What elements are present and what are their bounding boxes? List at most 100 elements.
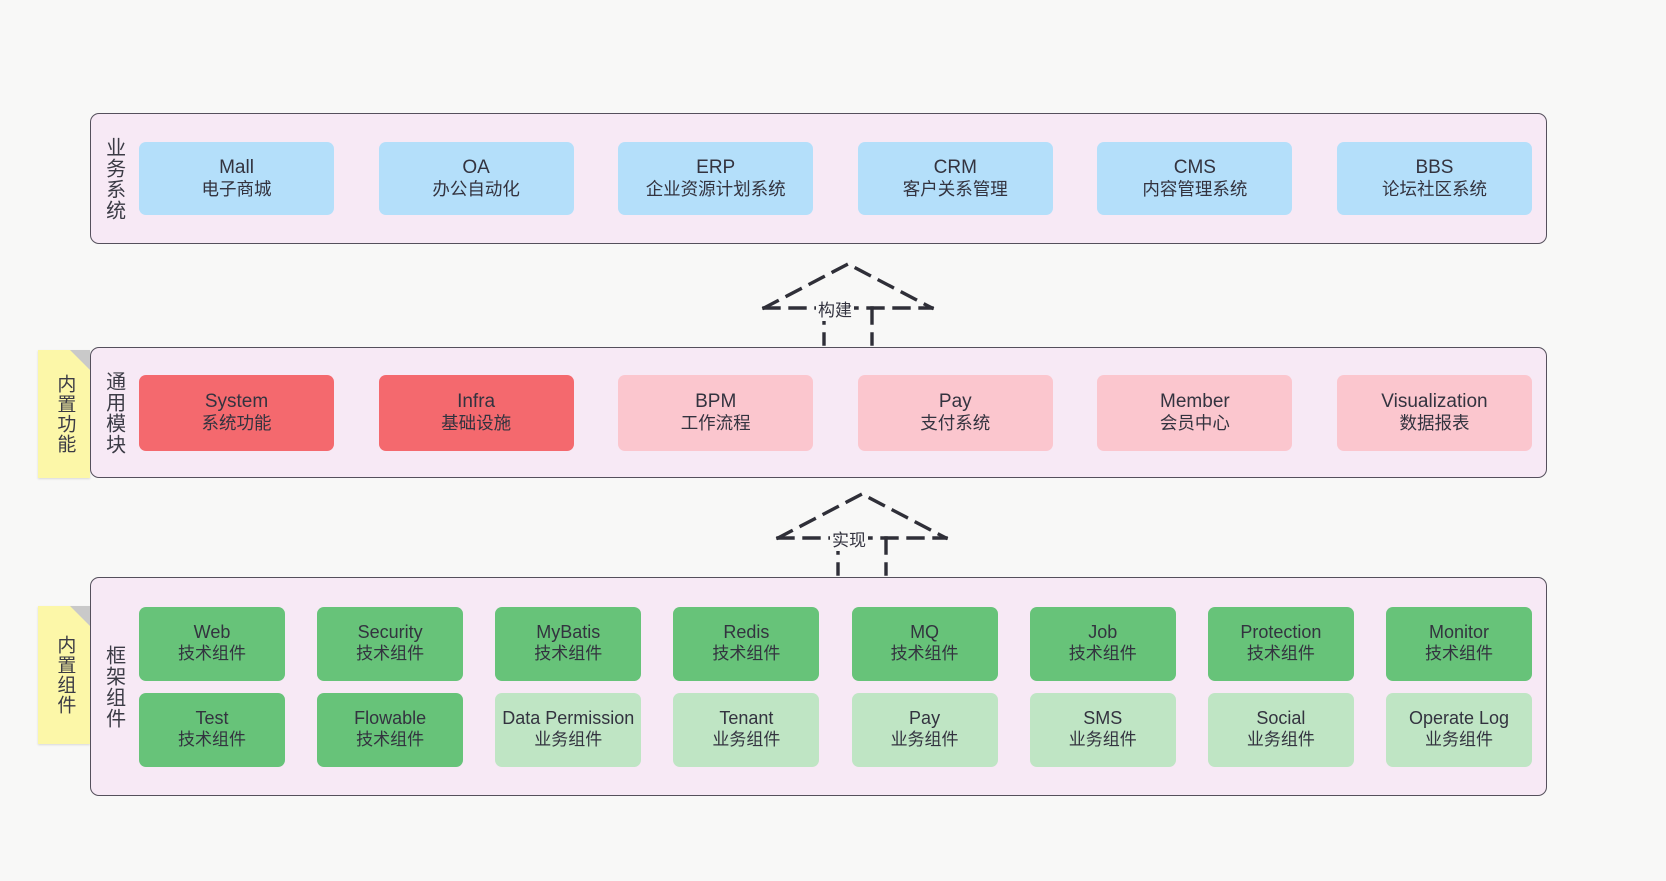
sticky-note-builtin-components: 内置组件 xyxy=(38,606,90,744)
card-title: Protection xyxy=(1240,622,1322,643)
card-title: Data Permission xyxy=(502,708,635,729)
card-subtitle: 业务组件 xyxy=(534,730,603,750)
card-title: Flowable xyxy=(354,708,427,729)
card-subtitle: 业务组件 xyxy=(890,730,959,750)
card-title: Tenant xyxy=(719,708,774,729)
card-redis[interactable]: Redis 技术组件 xyxy=(673,606,820,681)
card-subtitle: 工作流程 xyxy=(680,413,751,434)
card-subtitle: 技术组件 xyxy=(1424,644,1493,664)
card-subtitle: 会员中心 xyxy=(1159,413,1230,434)
card-title: Social xyxy=(1256,708,1306,729)
card-bpm[interactable]: BPM 工作流程 xyxy=(618,374,814,451)
card-title: Infra xyxy=(457,391,496,413)
card-system[interactable]: System 系统功能 xyxy=(139,374,334,451)
page-fold-icon xyxy=(70,606,90,626)
card-title: MQ xyxy=(910,622,940,643)
card-subtitle: 内容管理系统 xyxy=(1142,179,1248,200)
page-fold-icon xyxy=(70,350,90,370)
arrow-label-implement: 实现 xyxy=(830,526,868,551)
card-title: CRM xyxy=(933,157,977,179)
card-subtitle: 业务组件 xyxy=(1246,730,1315,750)
card-data-permission[interactable]: Data Permission 业务组件 xyxy=(495,692,642,767)
card-tenant[interactable]: Tenant 业务组件 xyxy=(673,692,820,767)
card-title: Test xyxy=(195,708,229,729)
card-row: System 系统功能 Infra 基础设施 BPM 工作流程 Pay 支付系统… xyxy=(139,374,1532,451)
sticky-note-builtin-features: 内置功能 xyxy=(38,350,90,478)
card-mybatis[interactable]: MyBatis 技术组件 xyxy=(495,606,642,681)
card-infra[interactable]: Infra 基础设施 xyxy=(378,374,574,451)
card-title: Redis xyxy=(723,622,770,643)
card-title: Job xyxy=(1088,622,1118,643)
card-operate-log[interactable]: Operate Log 业务组件 xyxy=(1385,692,1532,767)
card-subtitle: 技术组件 xyxy=(356,644,425,664)
card-web[interactable]: Web 技术组件 xyxy=(139,606,285,681)
card-subtitle: 电子商城 xyxy=(201,179,272,200)
card-subtitle: 客户关系管理 xyxy=(902,179,1008,200)
layer-body-common-modules: System 系统功能 Infra 基础设施 BPM 工作流程 Pay 支付系统… xyxy=(135,348,1546,477)
card-social[interactable]: Social 业务组件 xyxy=(1207,692,1354,767)
card-title: BBS xyxy=(1415,157,1454,179)
card-subtitle: 办公自动化 xyxy=(432,179,520,200)
card-subtitle: 技术组件 xyxy=(178,644,246,664)
card-bbs[interactable]: BBS 论坛社区系统 xyxy=(1336,142,1532,215)
card-cms[interactable]: CMS 内容管理系统 xyxy=(1097,142,1293,215)
sticky-note-label: 内置组件 xyxy=(54,635,76,715)
card-test[interactable]: Test 技术组件 xyxy=(139,692,285,767)
card-title: ERP xyxy=(696,157,736,179)
card-job[interactable]: Job 技术组件 xyxy=(1029,606,1176,681)
card-erp[interactable]: ERP 企业资源计划系统 xyxy=(618,142,814,215)
card-monitor[interactable]: Monitor 技术组件 xyxy=(1385,606,1532,681)
card-subtitle: 支付系统 xyxy=(920,413,991,434)
card-member[interactable]: Member 会员中心 xyxy=(1097,374,1293,451)
card-pay-component[interactable]: Pay 业务组件 xyxy=(851,692,998,767)
card-title: MyBatis xyxy=(536,622,601,643)
layer-title-framework-components: 框架组件 xyxy=(102,644,125,729)
card-oa[interactable]: OA 办公自动化 xyxy=(378,142,574,215)
card-mq[interactable]: MQ 技术组件 xyxy=(851,606,998,681)
card-title: Monitor xyxy=(1428,622,1489,643)
card-row: Web 技术组件 Security 技术组件 MyBatis 技术组件 Redi… xyxy=(139,606,1532,681)
card-title: Security xyxy=(357,622,423,643)
card-row: Mall 电子商城 OA 办公自动化 ERP 企业资源计划系统 CRM 客户关系… xyxy=(139,142,1532,215)
card-title: Web xyxy=(193,622,231,643)
card-subtitle: 技术组件 xyxy=(356,730,425,750)
card-title: Member xyxy=(1160,391,1230,413)
card-mall[interactable]: Mall 电子商城 xyxy=(139,142,334,215)
card-title: System xyxy=(204,391,269,413)
card-subtitle: 技术组件 xyxy=(1246,644,1315,664)
card-subtitle: 企业资源计划系统 xyxy=(645,179,786,200)
card-subtitle: 论坛社区系统 xyxy=(1381,179,1487,200)
card-subtitle: 基础设施 xyxy=(441,413,512,434)
card-title: CMS xyxy=(1173,157,1216,179)
card-crm[interactable]: CRM 客户关系管理 xyxy=(857,142,1053,215)
card-subtitle: 业务组件 xyxy=(712,730,781,750)
card-title: OA xyxy=(462,157,490,179)
card-subtitle: 技术组件 xyxy=(1068,644,1137,664)
card-pay[interactable]: Pay 支付系统 xyxy=(857,374,1053,451)
card-row: Test 技术组件 Flowable 技术组件 Data Permission … xyxy=(139,692,1532,767)
sticky-note-label: 内置功能 xyxy=(54,374,76,454)
card-title: BPM xyxy=(695,391,737,413)
card-visualization[interactable]: Visualization 数据报表 xyxy=(1336,374,1532,451)
card-subtitle: 系统功能 xyxy=(201,413,272,434)
layer-body-framework-components: Web 技术组件 Security 技术组件 MyBatis 技术组件 Redi… xyxy=(135,578,1546,795)
layer-framework-components: 框架组件 Web 技术组件 Security 技术组件 MyBatis 技术组件… xyxy=(90,577,1547,796)
card-subtitle: 业务组件 xyxy=(1068,730,1137,750)
card-title: SMS xyxy=(1083,708,1123,729)
card-flowable[interactable]: Flowable 技术组件 xyxy=(317,692,464,767)
card-subtitle: 数据报表 xyxy=(1399,413,1470,434)
card-title: Operate Log xyxy=(1408,708,1510,729)
card-security[interactable]: Security 技术组件 xyxy=(317,606,464,681)
card-protection[interactable]: Protection 技术组件 xyxy=(1207,606,1354,681)
layer-body-business-systems: Mall 电子商城 OA 办公自动化 ERP 企业资源计划系统 CRM 客户关系… xyxy=(135,114,1546,243)
card-title: Pay xyxy=(938,391,972,413)
generalization-arrow-implement: 实现 xyxy=(772,488,952,576)
generalization-arrow-build: 构建 xyxy=(758,258,938,346)
card-subtitle: 技术组件 xyxy=(890,644,959,664)
card-sms[interactable]: SMS 业务组件 xyxy=(1029,692,1176,767)
card-title: Mall xyxy=(219,157,254,179)
layer-common-modules: 通用模块 System 系统功能 Infra 基础设施 BPM 工作流程 Pay… xyxy=(90,347,1547,478)
card-subtitle: 业务组件 xyxy=(1424,730,1493,750)
layer-business-systems: 业务系统 Mall 电子商城 OA 办公自动化 ERP 企业资源计划系统 CRM… xyxy=(90,113,1547,244)
layer-title-common-modules: 通用模块 xyxy=(102,370,125,455)
